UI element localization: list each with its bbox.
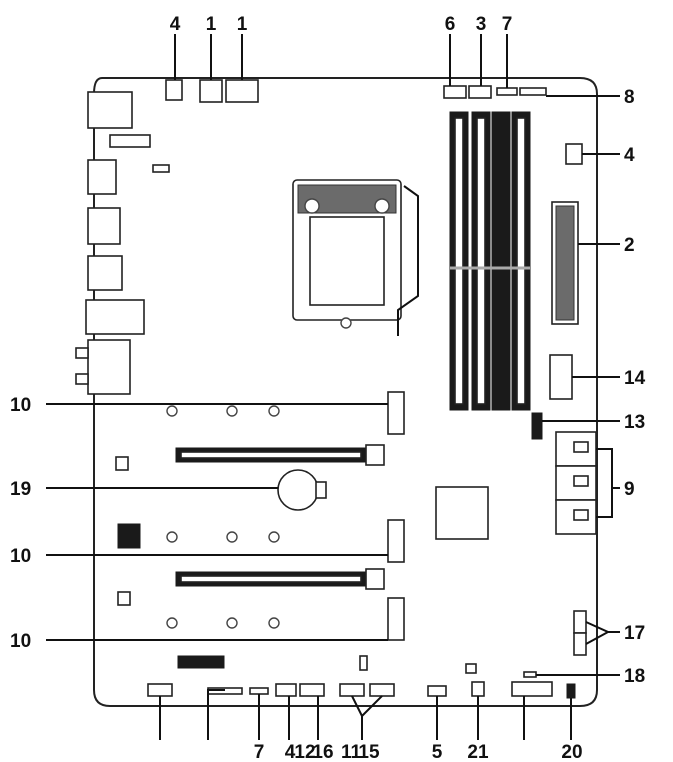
- callout-top-7: 7: [502, 14, 513, 35]
- callout-bottom-16: 16: [312, 742, 333, 762]
- callout-right-18: 18: [624, 666, 645, 687]
- callout-left-10b: 10: [10, 546, 31, 567]
- header-top-6: [443, 85, 467, 99]
- atx-power-connector: [551, 201, 579, 325]
- cmos-battery: [277, 469, 327, 511]
- callout-left-19: 19: [10, 479, 31, 500]
- header-bottom-11: [339, 683, 365, 697]
- header-right-14: [549, 354, 573, 400]
- callout-right-14: 14: [624, 368, 646, 389]
- component-small-2: [465, 663, 477, 674]
- motherboard-outline: [93, 77, 598, 707]
- header-top-1b: [225, 79, 259, 103]
- memory-slots: [449, 111, 531, 411]
- header-top-7: [496, 87, 518, 96]
- pcie-slot-1: [175, 444, 385, 466]
- leader-lines: [46, 34, 620, 740]
- component-square-1: [115, 456, 129, 471]
- callout-right-4: 4: [624, 145, 635, 166]
- callout-bottom-20: 20: [561, 742, 582, 762]
- callout-right-2: 2: [624, 235, 635, 256]
- chipset: [435, 486, 489, 540]
- header-bottom-21: [471, 681, 485, 697]
- header-bottom-15: [369, 683, 395, 697]
- header-bottom-20: [566, 683, 576, 699]
- sata-ports: [555, 431, 597, 535]
- callout-top-6: 6: [445, 14, 456, 35]
- callout-right-9: 9: [624, 479, 635, 500]
- callout-bottom-15: 15: [358, 742, 380, 762]
- callout-top-4: 4: [170, 14, 181, 35]
- callout-top-1a: 1: [206, 14, 217, 35]
- component-small: [359, 655, 368, 671]
- cpu-socket: [292, 179, 419, 336]
- callout-left-10c: 10: [10, 631, 31, 652]
- header-bottom-front-panel: [511, 681, 553, 697]
- header-right-8: [519, 87, 547, 96]
- callout-bottom-12: 12: [294, 742, 315, 762]
- pcie-x1-slot: [177, 655, 225, 669]
- callout-top-3: 3: [476, 14, 487, 35]
- header-bottom-a: [147, 683, 173, 697]
- header-top-3: [468, 85, 492, 99]
- m2-slot-2: [387, 519, 405, 563]
- callout-right-17: 17: [624, 623, 645, 644]
- callout-bottom-7: 7: [254, 742, 265, 762]
- header-right-13: [531, 412, 543, 440]
- m2-slot-1: [387, 391, 405, 435]
- header-top-1a: [199, 79, 223, 103]
- header-bottom-4: [275, 683, 297, 697]
- header-right-18: [523, 671, 537, 678]
- component-square-2: [117, 591, 131, 606]
- header-bottom-7: [249, 687, 269, 695]
- callout-bottom-4: 4: [285, 742, 296, 762]
- rear-io-panel: [75, 91, 170, 395]
- pcie-slot-2: [175, 568, 385, 590]
- header-bottom-5: [427, 685, 447, 697]
- callout-bottom-11: 11: [341, 742, 362, 762]
- callout-bottom-5: 5: [432, 742, 443, 762]
- callout-left-10a: 10: [10, 395, 31, 416]
- callout-top-1b: 1: [237, 14, 248, 35]
- m2-slot-3: [387, 597, 405, 641]
- usb-c-headers: [573, 610, 587, 656]
- callout-bottom-21: 21: [467, 742, 489, 762]
- header-top-4: [165, 79, 183, 101]
- header-right-4: [565, 143, 583, 165]
- component-chip: [117, 523, 141, 549]
- callout-right-8: 8: [624, 87, 635, 108]
- header-bottom-12-16: [299, 683, 325, 697]
- callout-right-13: 13: [624, 412, 645, 433]
- m2-standoffs: [166, 405, 280, 629]
